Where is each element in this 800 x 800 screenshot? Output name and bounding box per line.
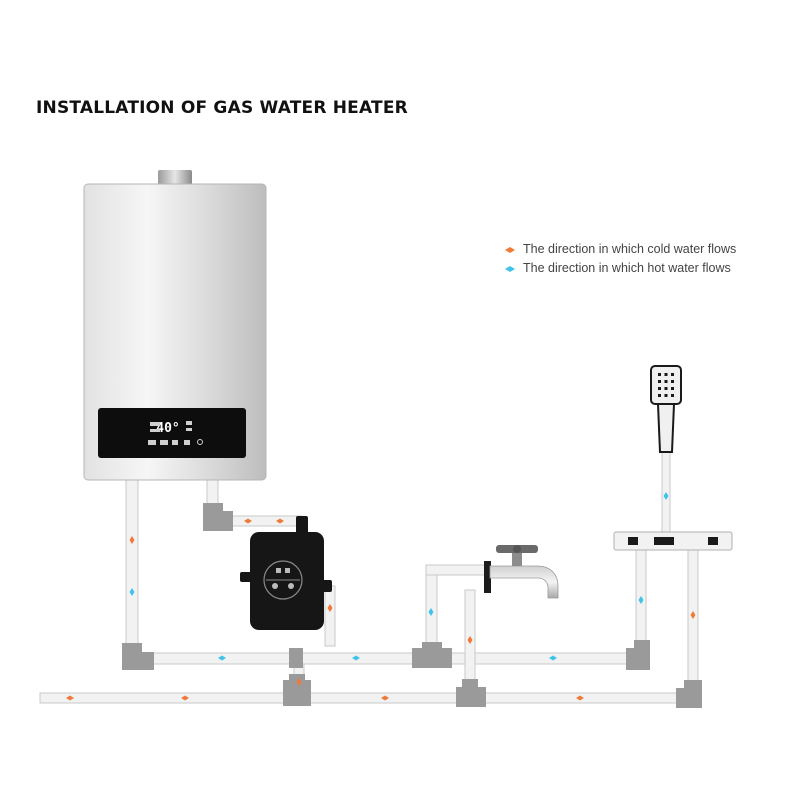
cold-flow-arrow-icon <box>66 695 74 701</box>
shower <box>613 365 733 551</box>
heater-flue <box>158 170 192 186</box>
heater-panel-icons <box>148 421 203 445</box>
legend-hot-label: The direction in which hot water flows <box>523 261 731 275</box>
cold-flow-arrow-icon <box>381 695 389 701</box>
faucet-body <box>489 565 559 599</box>
cold-flow-arrow-icon <box>576 695 584 701</box>
booster-pump <box>240 516 332 630</box>
cold-flow-arrow-icon <box>327 604 333 612</box>
pipe-tap-hot-riser <box>425 567 438 647</box>
tee-hot-tap <box>412 642 452 668</box>
pipe-tap-hot-top <box>425 564 489 576</box>
tee-hot-pump <box>289 648 303 668</box>
shower-handle <box>656 403 676 453</box>
elbow-shower-cold <box>676 680 702 708</box>
cold-flow-arrow-icon <box>467 636 473 644</box>
hot-flow-arrow-icon <box>129 588 135 596</box>
legend: The direction in which cold water flows … <box>505 240 736 278</box>
page-title: INSTALLATION OF GAS WATER HEATER <box>36 98 408 118</box>
faucet <box>484 545 559 599</box>
elbow-heater-cold <box>203 503 233 531</box>
hot-flow-arrow-icon <box>352 655 360 661</box>
pump-body <box>250 532 324 630</box>
pump-inlet-fitting <box>296 516 308 534</box>
cold-flow-arrow-icon <box>244 518 252 524</box>
gas-water-heater: 40° <box>83 170 267 481</box>
tee-cold-tap <box>456 679 486 707</box>
pipe-fittings <box>122 503 702 708</box>
pump-button-right <box>288 583 294 589</box>
heater-control-panel <box>98 408 246 458</box>
legend-hot-row: The direction in which hot water flows <box>505 259 736 278</box>
shower-head-nozzles <box>658 373 674 397</box>
pipe-heater-hot-vertical <box>125 477 139 647</box>
cold-flow-arrow-icon <box>181 695 189 701</box>
pump-outlet-fitting <box>318 580 332 592</box>
tee-cold-pump <box>283 674 311 706</box>
pipe-cold-trunk <box>39 692 686 704</box>
flow-arrows <box>66 492 696 701</box>
cold-arrow-icon <box>505 246 515 253</box>
hot-arrow-icon <box>505 265 515 272</box>
elbow-hot-left <box>122 643 154 670</box>
hot-flow-arrow-icon <box>549 655 557 661</box>
cold-flow-arrow-icon <box>690 611 696 619</box>
pipe-hot-trunk <box>139 652 635 665</box>
legend-cold-row: The direction in which cold water flows <box>505 240 736 259</box>
heater-body <box>83 183 267 481</box>
faucet-wall-flange <box>484 561 491 593</box>
elbow-shower-hot <box>626 640 650 670</box>
hot-flow-arrow-icon <box>663 492 669 500</box>
heater-display: 40° <box>156 421 179 436</box>
pipe-shower-cold-riser <box>687 549 699 691</box>
cold-flow-arrow-icon <box>296 678 302 686</box>
cold-flow-arrow-icon <box>129 536 135 544</box>
pipe-pump-outlet <box>324 585 336 647</box>
hot-flow-arrow-icon <box>638 596 644 604</box>
hot-flow-arrow-icon <box>218 655 226 661</box>
legend-cold-label: The direction in which cold water flows <box>523 242 737 256</box>
pump-side-fitting <box>240 572 254 582</box>
cold-flow-arrow-icon <box>276 518 284 524</box>
hot-flow-arrow-icon <box>428 608 434 616</box>
pump-dial <box>263 560 303 600</box>
shower-head <box>650 365 682 405</box>
pump-button-left <box>272 583 278 589</box>
faucet-valve-stem <box>512 552 522 566</box>
